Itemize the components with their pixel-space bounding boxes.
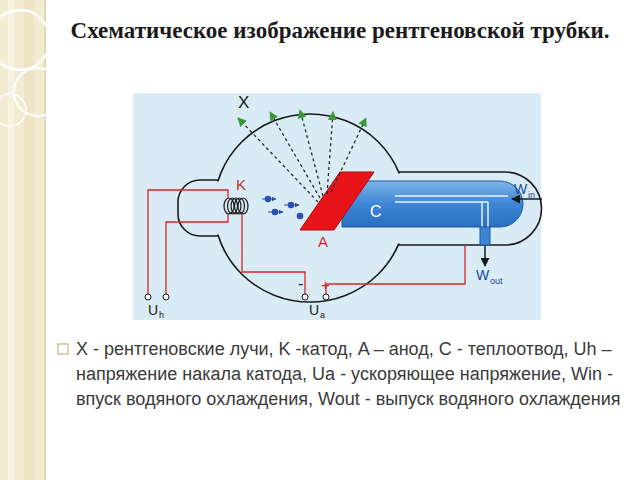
- cathode-label: K: [236, 177, 246, 192]
- outlet-arrow: [484, 246, 486, 266]
- polarity-sign: -: [298, 276, 303, 292]
- xray-label: X: [238, 94, 249, 111]
- outlet-subscript: out: [490, 277, 503, 286]
- x-rays: [238, 110, 366, 202]
- heat-sink: [342, 181, 523, 227]
- legend-text: X - рентгеновские лучи, K -катод, A – ан…: [76, 337, 624, 412]
- wires: [148, 190, 465, 294]
- voltage-subscript: a: [320, 311, 325, 320]
- tube-bulb: [178, 114, 542, 302]
- bullet: [58, 344, 68, 354]
- voltage-label: U: [148, 303, 158, 317]
- inlet-subscript: in: [528, 191, 535, 200]
- voltage-label: U: [309, 303, 319, 317]
- terminals: [145, 294, 329, 300]
- anode-label: A: [318, 234, 328, 249]
- outlet-pipe: [480, 227, 490, 245]
- heat-sink-label: C: [370, 204, 382, 220]
- cooling-pipe: [395, 196, 508, 228]
- inlet-label: W: [514, 182, 527, 196]
- electrons: [262, 196, 303, 220]
- outlet-label: W: [476, 268, 489, 282]
- decor-band: [0, 0, 62, 480]
- cathode-coil: [224, 198, 248, 214]
- slide-title: Схематическое изображение рентгеновской …: [45, 14, 635, 48]
- voltage-subscript: h: [159, 311, 164, 320]
- diagram-ground: [133, 93, 541, 320]
- polarity-sign: +: [321, 277, 330, 292]
- inlet-arrow: [512, 198, 542, 200]
